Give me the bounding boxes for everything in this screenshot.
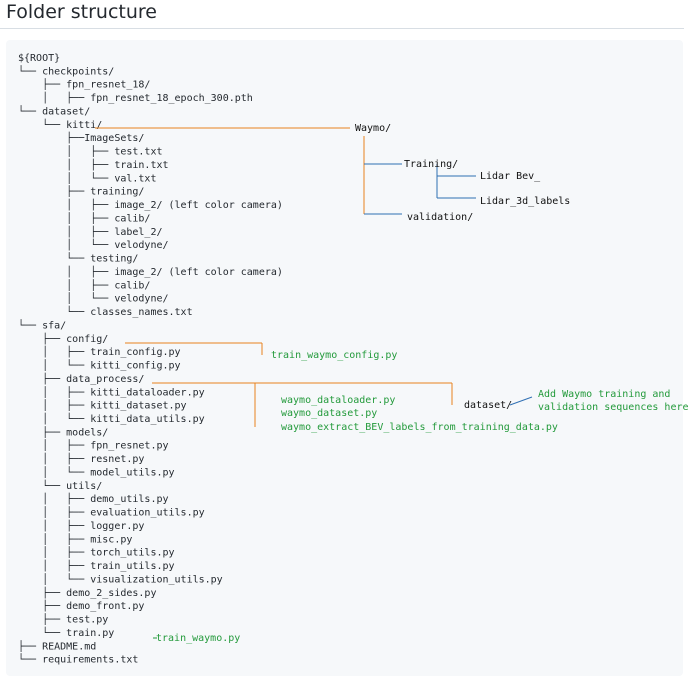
annotation-train-waymo-config: train_waymo_config.py — [271, 350, 397, 361]
tree-line: ├── training/ — [18, 185, 144, 198]
tree-line: └── train.py — [18, 626, 114, 639]
tree-line: │ ├── calib/ — [18, 278, 150, 291]
tree-line: │ ├── fpn_resnet_18_epoch_300.pth — [18, 91, 253, 104]
annotation-waymo-dataset: waymo_dataset.py — [281, 408, 377, 419]
annotation-lidar-bev: Lidar Bev_ — [480, 171, 541, 182]
tree-line: │ └── val.txt — [18, 171, 156, 184]
tree-line: └── dataset/ — [18, 104, 90, 117]
tree-line: ├── demo_front.py — [18, 599, 144, 612]
tree-line: │ ├── torch_utils.py — [18, 546, 175, 559]
annotation-add-waymo-note-1: Add Waymo training and — [538, 389, 670, 400]
tree-line: │ ├── train_utils.py — [18, 559, 175, 572]
tree-line: │ └── velodyne/ — [18, 238, 169, 251]
tree-line: │ ├── label_2/ — [18, 225, 163, 238]
tree-line: └── classes_names.txt — [18, 305, 193, 318]
tree-line: ├──ImageSets/ — [18, 131, 144, 144]
section-heading: Folder structure — [6, 1, 157, 23]
tree-line: ├── test.py — [18, 613, 108, 626]
tree-line: ${ROOT} — [18, 53, 60, 64]
tree-line: │ ├── misc.py — [18, 532, 132, 545]
tree-line: ├── models/ — [18, 425, 108, 438]
annotation-waymo: Waymo/ — [355, 123, 391, 134]
tree-line: │ ├── resnet.py — [18, 452, 144, 465]
code-block — [6, 40, 683, 676]
tree-line: │ ├── kitti_dataloader.py — [18, 385, 205, 398]
tree-line: ├── demo_2_sides.py — [18, 586, 156, 599]
annotation-waymo-validation: validation/ — [407, 212, 473, 223]
tree-line: │ ├── calib/ — [18, 211, 150, 224]
tree-line: │ ├── evaluation_utils.py — [18, 506, 205, 519]
tree-line: │ ├── image_2/ (left color camera) — [18, 265, 283, 278]
tree-line: │ ├── test.txt — [18, 145, 163, 158]
connector-line — [509, 396, 533, 406]
annotation-add-waymo-note-2: validation sequences here — [538, 402, 689, 413]
tree-line: └── utils/ — [18, 479, 102, 492]
tree-line: └── requirements.txt — [18, 653, 138, 666]
annotation-waymo-extract-bev: waymo_extract_BEV_labels_from_training_d… — [281, 422, 558, 433]
tree-line: └── sfa/ — [18, 318, 66, 331]
tree-line: └── checkpoints/ — [18, 64, 114, 77]
tree-line: ├── README.md — [18, 639, 96, 652]
tree-line: ├── data_process/ — [18, 372, 144, 385]
tree-line: │ └── model_utils.py — [18, 465, 175, 478]
annotation-train-waymo: train_waymo.py — [156, 633, 240, 644]
annotation-waymo-dataloader: waymo_dataloader.py — [281, 395, 395, 406]
heading-divider — [0, 28, 684, 29]
annotation-lidar-3d-labels: Lidar_3d_labels — [480, 196, 570, 207]
tree-line: ├── fpn_resnet_18/ — [18, 78, 150, 91]
tree-line: │ ├── kitti_dataset.py — [18, 399, 187, 412]
tree-line: └── kitti/ — [18, 118, 102, 131]
tree-line: └── testing/ — [18, 252, 138, 265]
tree-line: │ └── kitti_data_utils.py — [18, 412, 205, 425]
tree-line: │ ├── train_config.py — [18, 345, 181, 358]
tree-line: │ └── kitti_config.py — [18, 359, 181, 372]
tree-line: │ └── velodyne/ — [18, 292, 169, 305]
tree-line: │ └── visualization_utils.py — [18, 572, 223, 585]
tree-line: │ ├── train.txt — [18, 158, 169, 171]
tree-line: │ ├── image_2/ (left color camera) — [18, 198, 283, 211]
tree-line: │ ├── logger.py — [18, 519, 144, 532]
annotation-waymo-training: Training/ — [404, 159, 458, 170]
tree-line: │ ├── fpn_resnet.py — [18, 439, 169, 452]
tree-line: │ ├── demo_utils.py — [18, 492, 169, 505]
annotation-dataset-target: dataset/ — [464, 400, 512, 411]
tree-line: ├── config/ — [18, 332, 108, 345]
